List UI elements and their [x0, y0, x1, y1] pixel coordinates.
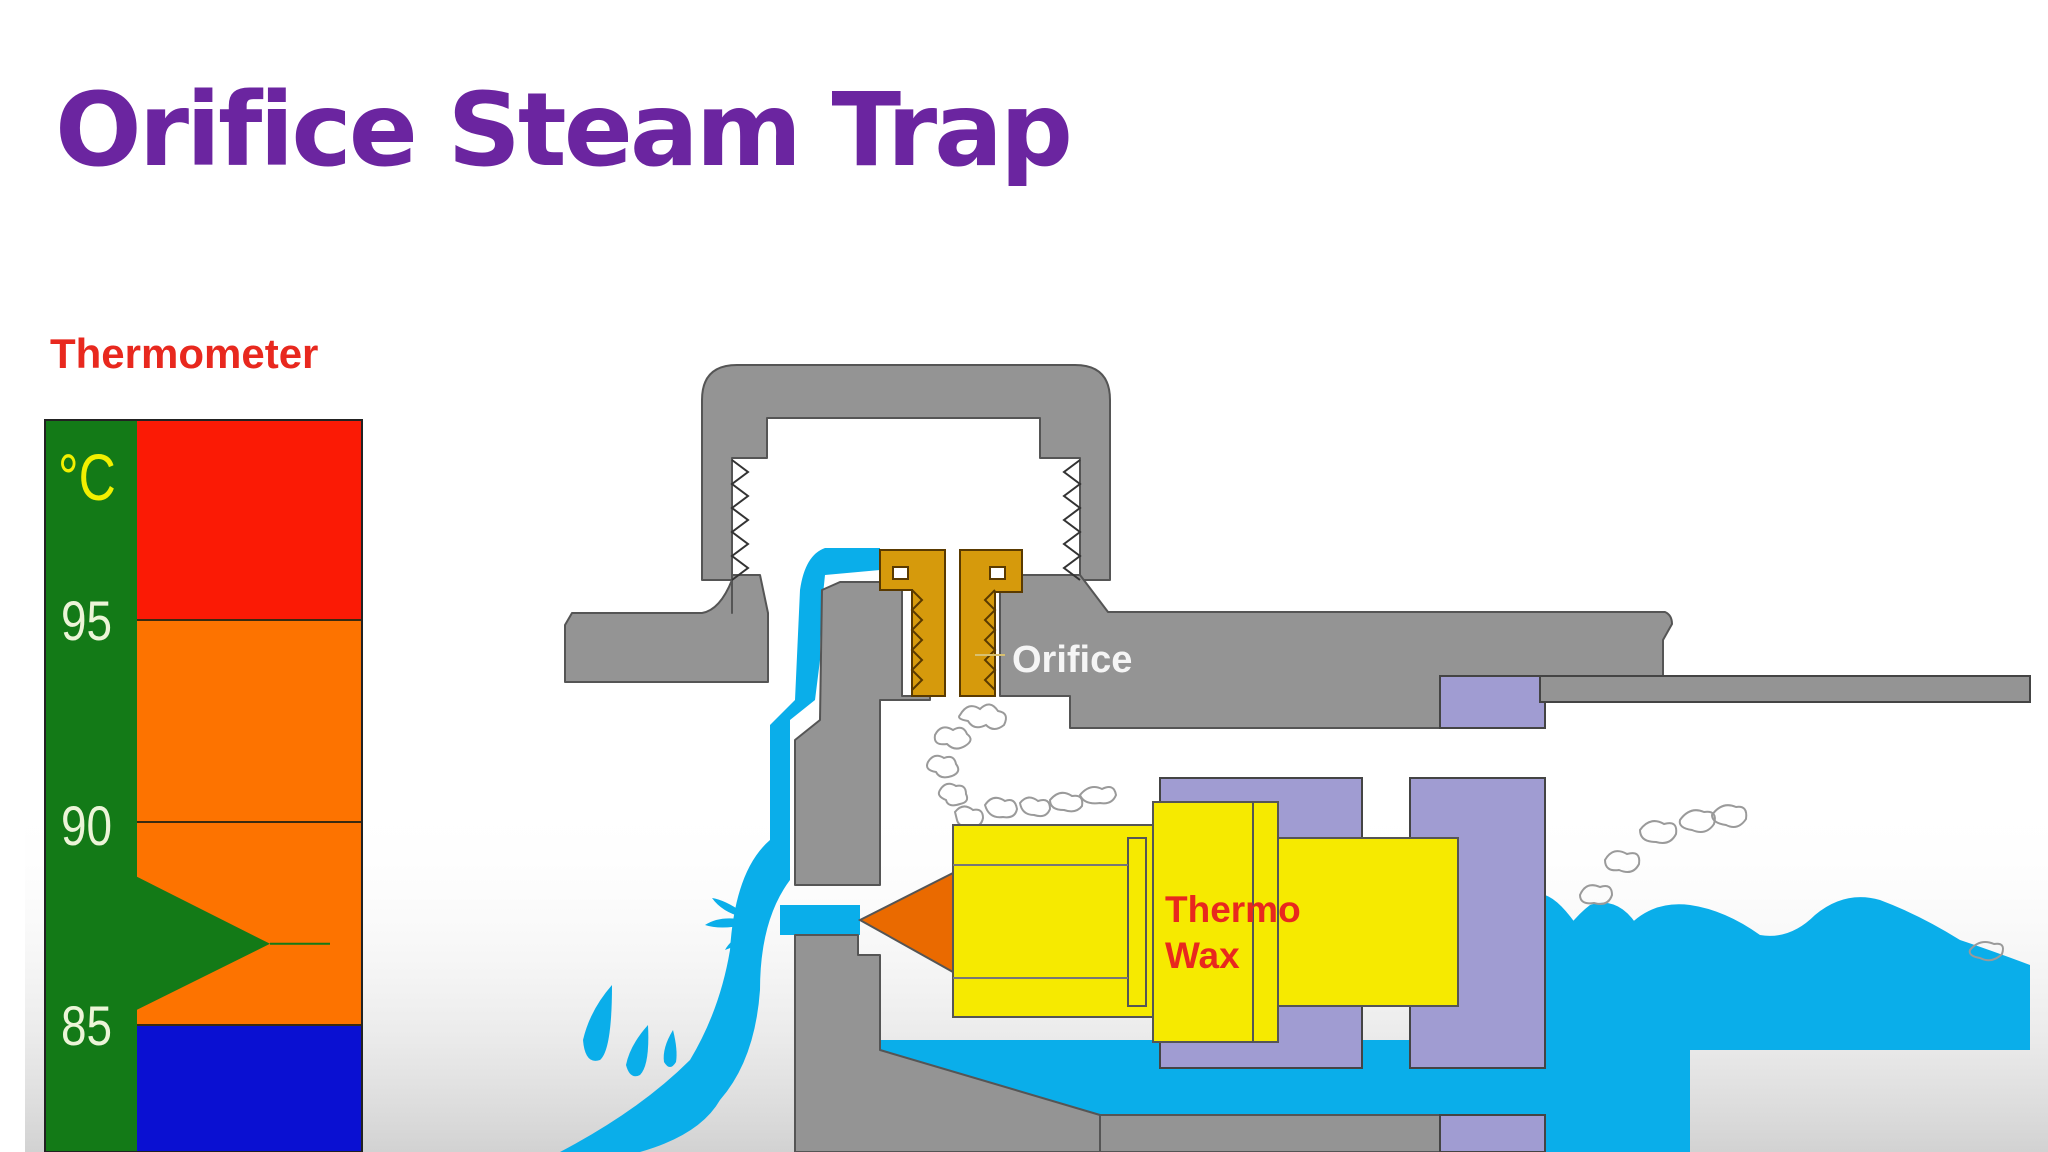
orifice-notch — [989, 566, 1006, 580]
wax-piston — [952, 824, 1154, 1018]
thermo-wax-label-line2: Wax — [1165, 935, 1240, 976]
orifice — [879, 549, 1023, 697]
steam-puff — [937, 782, 969, 807]
water-drop — [583, 985, 612, 1061]
page-title: Orifice Steam Trap — [55, 71, 1073, 190]
orifice-label: Orifice — [1012, 639, 1132, 681]
zone-blue — [137, 1025, 362, 1152]
wax-piston-band — [1127, 837, 1147, 1007]
thermometer: °C 95 90 85 — [44, 419, 363, 1152]
lower-left-block — [794, 934, 1101, 1152]
orifice-thread — [910, 589, 924, 691]
orifice-thread — [983, 589, 997, 691]
steam-puff — [1048, 791, 1084, 813]
tick-90: 90 — [61, 795, 112, 857]
thermometer-tube — [45, 420, 137, 1152]
orifice-notch — [892, 566, 909, 580]
water-channel — [560, 548, 880, 1152]
upper-guide — [1439, 675, 1546, 729]
steam-puff — [983, 796, 1019, 819]
thermo-wax-element — [952, 801, 1459, 1043]
steam-puff — [958, 703, 1007, 730]
steam-puff — [1678, 809, 1716, 833]
lower-guide — [1439, 1114, 1546, 1152]
zone-red — [137, 420, 362, 620]
orifice-right-half — [959, 549, 1023, 697]
tick-95: 95 — [61, 590, 112, 652]
steam-puff — [1578, 884, 1614, 905]
unit-label: °C — [58, 440, 116, 515]
steam-puff — [1638, 820, 1678, 844]
water-in-nozzle — [780, 905, 860, 935]
steam-puff — [1018, 796, 1052, 818]
water-splash — [705, 898, 750, 950]
orifice-left-half — [879, 549, 946, 697]
wax-rear-cylinder — [1269, 837, 1459, 1007]
guide-rod — [1539, 675, 2031, 703]
wax-ring — [1252, 801, 1279, 1043]
cap-thread-right — [1062, 459, 1082, 581]
cap-thread-left — [730, 459, 750, 581]
water-wave — [1545, 902, 1690, 1152]
water-drop — [626, 1025, 649, 1077]
steam-puff — [926, 754, 960, 779]
thermometer-label: Thermometer — [50, 330, 318, 377]
thermo-wax-label-line1: Thermo — [1165, 889, 1301, 930]
steam-puff — [1968, 941, 2004, 962]
main-flange — [564, 574, 769, 683]
inlet-wall — [794, 581, 931, 886]
top-cap — [701, 364, 1111, 581]
thermometer-frame — [44, 419, 363, 1152]
zone-orange-upper — [137, 620, 362, 822]
steam-puff — [1078, 786, 1118, 805]
tick-85: 85 — [61, 995, 112, 1057]
steam-puff — [1710, 804, 1748, 828]
steam-puff — [933, 726, 972, 750]
water-drop — [663, 1030, 677, 1067]
valve-cone — [857, 871, 954, 974]
steam-puff — [1603, 850, 1641, 873]
temperature-pointer — [137, 876, 270, 1010]
